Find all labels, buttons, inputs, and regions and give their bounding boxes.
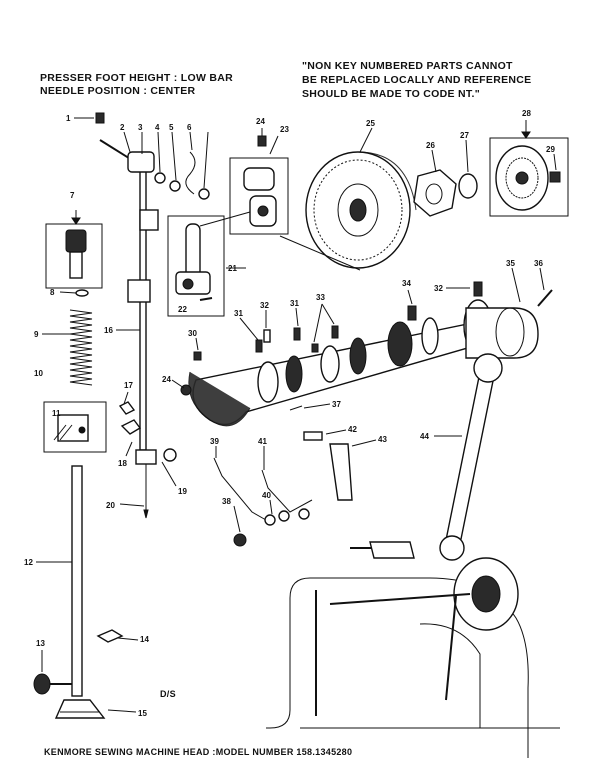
callout-17: 17 (124, 381, 133, 390)
callout-24: 24 (256, 117, 265, 126)
callout-12: 12 (24, 558, 33, 567)
callout-2: 2 (120, 123, 125, 132)
connecting-rod (439, 353, 503, 561)
callout-5: 5 (169, 123, 174, 132)
callout-34: 34 (402, 279, 411, 288)
washer (458, 173, 478, 199)
presser-foot (54, 699, 106, 719)
small-washers (154, 151, 210, 200)
callout-37: 37 (332, 400, 341, 409)
presser-bar-spring (69, 309, 93, 386)
callout-26: 26 (426, 141, 435, 150)
non-key-note-line2: BE REPLACED LOCALLY AND REFERENCE (302, 74, 532, 86)
callout-15: 15 (138, 709, 147, 718)
needle-position-label: NEEDLE POSITION : CENTER (40, 85, 196, 97)
callout-32b: 32 (434, 284, 443, 293)
needle-clamp (118, 401, 177, 465)
callout-10: 10 (34, 369, 43, 378)
callout-21: 21 (228, 264, 237, 273)
callout-9: 9 (34, 330, 39, 339)
presser-foot-height-label: PRESSER FOOT HEIGHT : LOW BAR (40, 72, 234, 84)
callout-6: 6 (187, 123, 192, 132)
callout-33: 33 (316, 293, 325, 302)
callout-14: 14 (140, 635, 149, 644)
bushing-plate (413, 169, 457, 217)
callout-39: 39 (210, 437, 219, 446)
callout-3: 3 (138, 123, 143, 132)
machine-body-outline (266, 541, 560, 758)
callout-28: 28 (522, 109, 531, 118)
callout-31b: 31 (290, 299, 299, 308)
presser-bar-guide (96, 629, 124, 643)
callout-20: 20 (106, 501, 115, 510)
callout-11: 11 (52, 409, 61, 418)
model-number-footer: KENMORE SEWING MACHINE HEAD :MODEL NUMBE… (44, 747, 353, 757)
callout-13: 13 (36, 639, 45, 648)
callout-1: 1 (66, 114, 71, 123)
callout-16: 16 (104, 326, 113, 335)
callout-22: 22 (178, 305, 187, 314)
non-key-note-line1: "NON KEY NUMBERED PARTS CANNOT (302, 60, 513, 72)
callout-42: 42 (348, 425, 357, 434)
presser-bar-shaft (99, 139, 133, 161)
callout-leaders (36, 117, 557, 713)
callout-7: 7 (70, 191, 75, 200)
callout-4: 4 (155, 123, 160, 132)
callout-40: 40 (262, 491, 271, 500)
main-shaft (188, 299, 539, 427)
callout-23: 23 (280, 125, 289, 134)
callout-25: 25 (366, 119, 375, 128)
diagram-mark: D/S (160, 689, 176, 699)
needle-bar (127, 151, 159, 451)
callout-36: 36 (534, 259, 543, 268)
thread-guide-screw (95, 112, 105, 124)
callout-38: 38 (222, 497, 231, 506)
needle (143, 464, 149, 519)
crank-box (199, 128, 289, 235)
callout-35: 35 (506, 259, 515, 268)
callout-43: 43 (378, 435, 387, 444)
clutch-wheel-box (489, 120, 569, 217)
callout-24b: 24 (162, 375, 171, 384)
callout-8: 8 (50, 288, 55, 297)
takeup-lever-box (167, 215, 225, 317)
presser-bar (71, 465, 83, 697)
feed-lever-assembly (213, 431, 353, 547)
presser-foot-thumb-screw (33, 673, 72, 695)
callout-41: 41 (258, 437, 267, 446)
callout-44: 44 (420, 432, 429, 441)
callout-19: 19 (178, 487, 187, 496)
knob-box (45, 210, 103, 297)
callout-32a: 32 (260, 301, 269, 310)
callout-numbers: 1 2 3 4 5 6 7 8 9 10 11 12 13 14 15 16 1… (24, 109, 555, 718)
callout-29: 29 (546, 145, 555, 154)
callout-31a: 31 (234, 309, 243, 318)
non-key-note-line3: SHOULD BE MADE TO CODE NT." (302, 88, 480, 100)
callout-27: 27 (460, 131, 469, 140)
shaft-link-37 (289, 405, 303, 411)
callout-30: 30 (188, 329, 197, 338)
shaft-set-screws (180, 281, 553, 396)
hand-wheel-pulley (305, 151, 417, 269)
callout-18: 18 (118, 459, 127, 468)
presser-bar-bracket-box (43, 401, 107, 453)
